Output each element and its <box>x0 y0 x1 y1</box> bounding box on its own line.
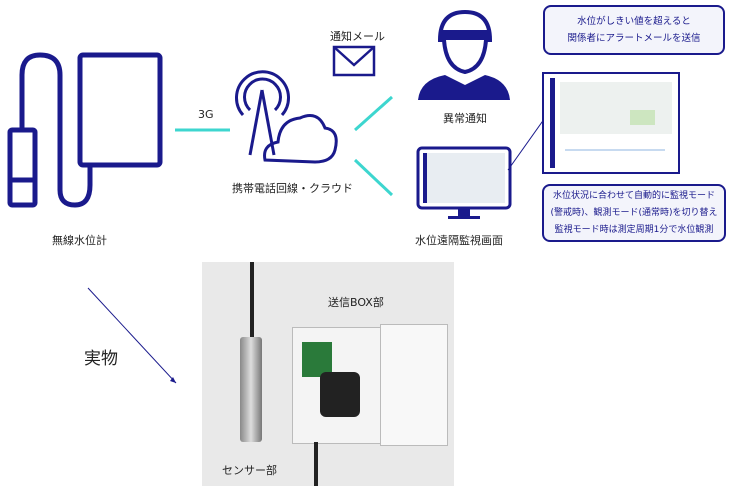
callout-line: (警戒時)、観測モード(通常時)を切り替え <box>550 208 718 218</box>
box-part-label: 送信BOX部 <box>328 296 384 309</box>
mail-label: 通知メール <box>330 30 385 43</box>
callout-line: 関係者にアラートメールを送信 <box>567 33 701 44</box>
arrow-head-icon <box>170 377 176 383</box>
product-photo <box>202 262 454 486</box>
alert-callout: 水位がしきい値を超えると 関係者にアラートメールを送信 <box>543 5 725 55</box>
sensor-label: 無線水位計 <box>52 234 107 247</box>
worker-icon <box>418 9 510 100</box>
sensor-part-label: センサー部 <box>222 464 277 477</box>
mode-callout: 水位状況に合わせて自動的に監視モード (警戒時)、観測モード(通常時)を切り替え… <box>542 184 726 242</box>
link-lines <box>175 95 394 197</box>
callout-line: 水位状況に合わせて自動的に監視モード <box>552 191 715 201</box>
tower-cloud-icon <box>235 70 338 164</box>
water-level-sensor-icon <box>7 52 163 208</box>
alert-label: 異常通知 <box>443 112 487 125</box>
screenshot-callout <box>507 72 680 174</box>
callout-line: 監視モード時は測定周期1分で水位観測 <box>554 225 714 235</box>
mail-icon <box>332 45 376 77</box>
monitor-label: 水位遠隔監視画面 <box>415 234 503 247</box>
link-label: 3G <box>198 108 214 121</box>
callout-line: 水位がしきい値を超えると <box>577 16 691 27</box>
monitor-icon <box>416 146 512 219</box>
cloud-label: 携帯電話回線・クラウド <box>232 182 353 195</box>
arrow-line <box>87 287 177 384</box>
real-label: 実物 <box>84 349 118 369</box>
